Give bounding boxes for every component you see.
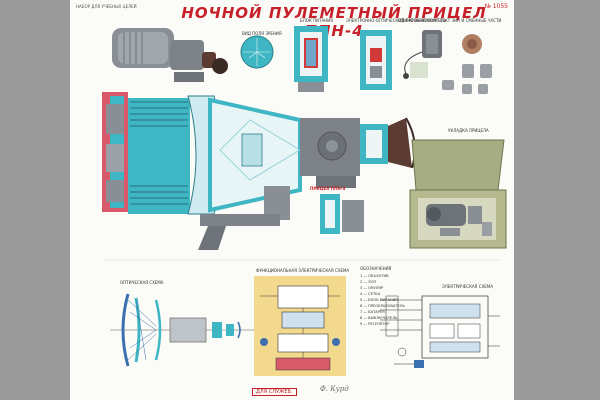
corner-note: НАБОР ДЛЯ УЧЕБНЫХ ЦЕЛЕЙ [76,4,137,9]
sheet-number: № 1055 [484,3,508,10]
reticle-label: ВИД ПОЛЯ ЗРЕНИЯ [242,31,282,36]
legend-item-7: 7 — БАТАРЕЯ [360,310,385,314]
electric-scheme: ЭЛЕКТРИЧЕСКАЯ СХЕМА [380,284,500,368]
legend-block: ОБОЗНАЧЕНИЯ [360,266,392,271]
power-block-label: БЛОК ПИТАНИЯ [300,18,333,23]
legend-item-9: 9 — РЕГУЛЯТОР [360,322,390,326]
signature: Ф. Курд [320,385,349,393]
converter-section: ЭЛЕКТРОННО-ОПТИЧЕСКИЙ ПРЕОБРАЗОВАТЕЛЬ [346,18,447,90]
case-label: УКЛАДКА ПРИЦЕЛА [448,128,489,133]
legend-item-6: 6 — ПРЕОБРАЗОВАТЕЛЬ [360,304,405,308]
accessory-label: ОДИНОЧНЫЙ КОМПЛЕКТ ЗИП И СМЕННЫЕ ЧАСТИ [398,18,501,23]
electric-scheme-label: ЭЛЕКТРИЧЕСКАЯ СХЕМА [442,284,493,289]
legend-item-3: 3 — ОКУЛЯР [360,286,384,290]
reticle-view: ВИД ПОЛЯ ЗРЕНИЯ [240,31,282,69]
optic-scheme-label: ОПТИЧЕСКАЯ СХЕМА [120,280,164,285]
function-scheme-label: ФУНКЦИОНАЛЬНАЯ ЭЛЕКТРИЧЕСКАЯ СХЕМА [256,268,349,273]
power-block-section: БЛОК ПИТАНИЯ [294,18,333,92]
svg-text:ПРИЦЕЛ ППН-4: ПРИЦЕЛ ППН-4 [310,186,345,191]
legend-item-1: 1 — ОБЪЕКТИВ [360,274,389,278]
legend-item-2: 2 — ЭОП [360,280,377,284]
legend-title: ОБОЗНАЧЕНИЯ [360,266,392,271]
accessory-kit: ОДИНОЧНЫЙ КОМПЛЕКТ ЗИП И СМЕННЫЕ ЧАСТИ [398,18,501,94]
converter-label: ЭЛЕКТРОННО-ОПТИЧЕСКИЙ ПРЕОБРАЗОВАТЕЛЬ [346,18,447,23]
legend-item-5: 5 — БЛОК ПИТАНИЯ [360,298,398,302]
sight-case: УКЛАДКА ПРИЦЕЛА [409,128,507,249]
functional-scheme: ФУНКЦИОНАЛЬНАЯ ЭЛЕКТРИЧЕСКАЯ СХЕМА [254,268,349,376]
poster-drawing: ВИД ПОЛЯ ЗРЕНИЯ БЛОК ПИТАНИЯ ЭЛЕКТРОННО-… [102,18,507,376]
main-cutaway-section: ПРИЦЕЛ ППН-4 [102,92,416,250]
sight-exterior-view [112,28,228,82]
poster-sheet: НАБОР ДЛЯ УЧЕБНЫХ ЦЕЛЕЙ НОЧНОЙ ПУЛЕМЕТНЫ… [70,0,514,400]
legend-item-8: 8 — ВЫКЛЮЧАТЕЛЬ [360,316,398,320]
legend-item-4: 4 — СЕТКА [360,292,381,296]
optical-scheme: ОПТИЧЕСКАЯ СХЕМА [110,280,254,367]
archive-stamp: ДЛЯ СЛУЖЕБ. [252,388,297,396]
